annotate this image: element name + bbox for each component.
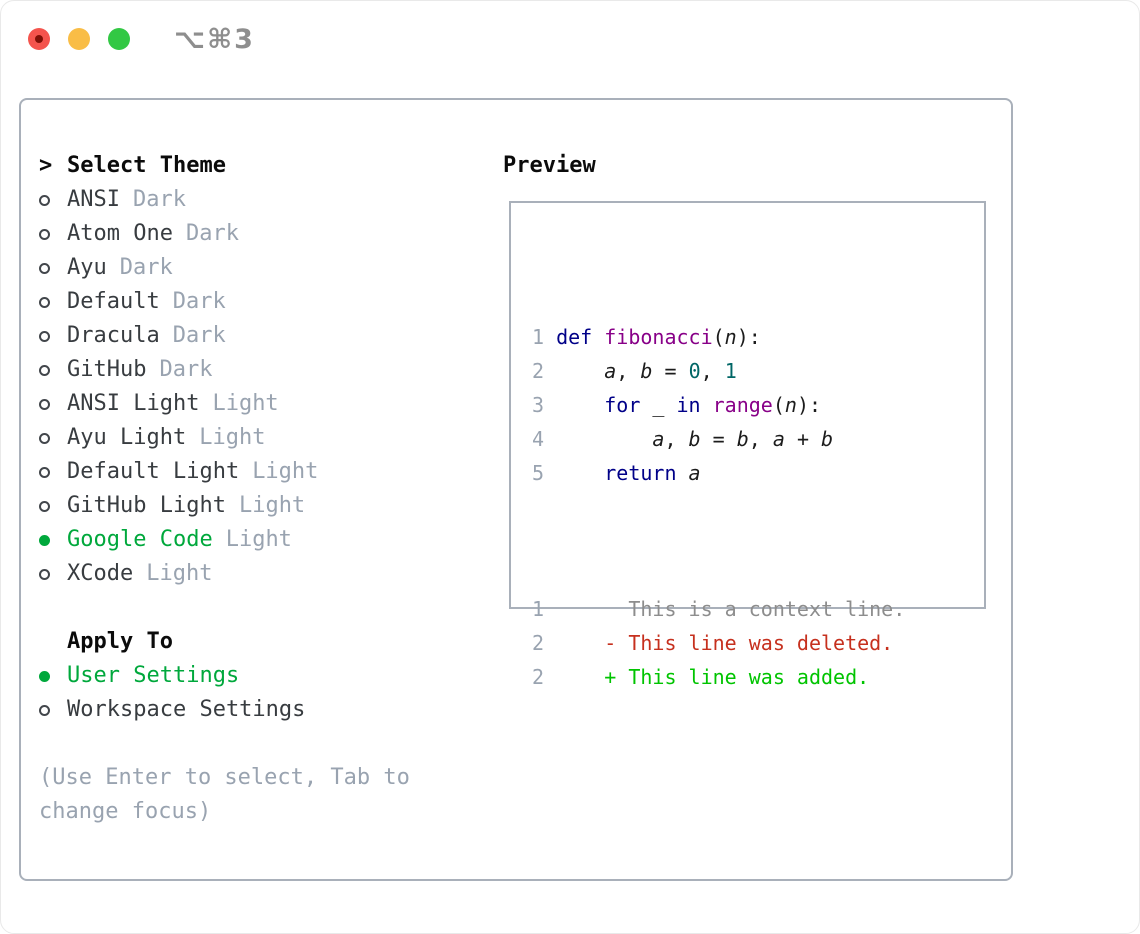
theme-name: Google Code	[67, 527, 213, 552]
theme-item[interactable]: ANSI Light Light	[39, 387, 459, 421]
theme-variant: Light	[252, 459, 319, 484]
theme-name: ANSI Light	[67, 391, 200, 416]
radio-icon	[39, 398, 67, 410]
radio-icon	[39, 330, 67, 342]
line-number: 3	[532, 393, 545, 417]
keyboard-hint: (Use Enter to select, Tab to change focu…	[39, 765, 410, 824]
apply-to-header: Apply To	[39, 625, 459, 659]
theme-variant: Dark	[119, 255, 173, 280]
radio-icon	[39, 466, 67, 478]
theme-variant: Light	[146, 561, 213, 586]
theme-item[interactable]: Google Code Light	[39, 523, 459, 557]
theme-variant: Light	[225, 527, 292, 552]
line-number: 4	[532, 427, 545, 451]
theme-name: Ayu	[67, 255, 107, 280]
theme-item[interactable]: Ayu Dark	[39, 251, 459, 285]
theme-list-title: Select Theme	[67, 153, 226, 178]
diff-text: This is a context line.	[556, 597, 906, 621]
theme-name: GitHub	[67, 357, 147, 382]
zoom-button[interactable]	[108, 28, 130, 50]
code-line: 3 for _ in range(n):	[532, 388, 905, 422]
window-title: ⌥⌘3	[174, 23, 255, 55]
close-button[interactable]	[28, 28, 50, 50]
radio-icon	[39, 432, 67, 444]
theme-item[interactable]: Atom One Dark	[39, 217, 459, 251]
theme-name: Ayu Light	[67, 425, 187, 450]
apply-to-title: Apply To	[67, 629, 173, 654]
diff-text: - This line was deleted.	[556, 631, 894, 655]
diff-text: + This line was added.	[556, 665, 870, 689]
diff-block: 1 This is a context line.2 - This line w…	[532, 592, 905, 694]
radio-icon	[39, 262, 67, 274]
theme-name: GitHub Light	[67, 493, 226, 518]
theme-variant: Dark	[185, 221, 239, 246]
code-line: 5 return a	[532, 456, 905, 490]
line-number: 2	[532, 359, 545, 383]
theme-list-header: > Select Theme	[39, 149, 459, 183]
theme-variant: Dark	[172, 289, 226, 314]
line-number: 2	[532, 665, 545, 689]
line-number: 1	[532, 325, 545, 349]
theme-variant: Light	[238, 493, 306, 518]
theme-item[interactable]: Default Dark	[39, 285, 459, 319]
theme-item[interactable]: XCode Light	[39, 557, 459, 591]
theme-variant: Dark	[132, 187, 186, 212]
preview-title: Preview	[503, 153, 596, 178]
theme-name: ANSI	[67, 187, 120, 212]
radio-icon	[39, 228, 67, 240]
line-number: 1	[532, 597, 545, 621]
minimize-button[interactable]	[68, 28, 90, 50]
radio-selected-icon	[39, 534, 67, 546]
apply-to-option[interactable]: User Settings	[39, 659, 459, 693]
theme-name: Dracula	[67, 323, 160, 348]
theme-item[interactable]: GitHub Dark	[39, 353, 459, 387]
code-line: 2 a, b = 0, 1	[532, 354, 905, 388]
apply-to-label: User Settings	[67, 663, 240, 688]
radio-icon	[39, 500, 67, 512]
line-number: 5	[532, 461, 545, 485]
radio-icon	[39, 704, 67, 716]
prompt-icon: >	[39, 153, 53, 178]
radio-selected-icon	[39, 670, 67, 682]
code-line: 4 a, b = b, a + b	[532, 422, 905, 456]
radio-icon	[39, 568, 67, 580]
diff-line: 1 This is a context line.	[532, 592, 905, 626]
theme-variant: Dark	[159, 357, 213, 382]
apply-to-option[interactable]: Workspace Settings	[39, 693, 459, 727]
diff-line: 2 - This line was deleted.	[532, 626, 905, 660]
theme-name: Default	[67, 289, 160, 314]
radio-icon	[39, 364, 67, 376]
titlebar: ⌥⌘3	[28, 24, 255, 55]
theme-item[interactable]: Ayu Light Light	[39, 421, 459, 455]
diff-line: 2 + This line was added.	[532, 660, 905, 694]
spacer	[39, 591, 459, 625]
radio-icon	[39, 194, 67, 206]
apply-to-label: Workspace Settings	[67, 697, 306, 722]
theme-item[interactable]: GitHub Light Light	[39, 489, 459, 523]
line-number: 2	[532, 631, 545, 655]
theme-item[interactable]: Default Light Light	[39, 455, 459, 489]
theme-name: Atom One	[67, 221, 173, 246]
theme-variant: Dark	[172, 323, 226, 348]
radio-icon	[39, 296, 67, 308]
theme-name: Default Light	[67, 459, 240, 484]
theme-variant: Light	[212, 391, 279, 416]
theme-item[interactable]: ANSI Dark	[39, 183, 459, 217]
theme-item[interactable]: Dracula Dark	[39, 319, 459, 353]
theme-name: XCode	[67, 561, 134, 586]
theme-variant: Light	[199, 425, 266, 450]
